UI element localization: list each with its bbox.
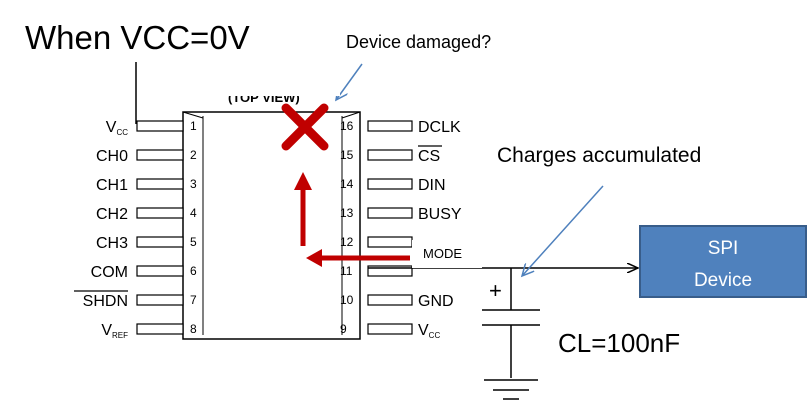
pin-name: CH0 [96,148,128,165]
pin-name: GND [418,293,454,310]
pin-name: CH2 [96,206,128,223]
pin-name: DIN [418,177,446,194]
pin-number: 11 [340,264,353,278]
pin-3: 3 CH1 [96,177,197,194]
pin-name: VCC [106,119,128,137]
pin-lead [136,149,184,161]
pin-number: 16 [340,119,354,133]
pin-6: 6 COM [91,264,197,281]
pin-10: 10 GND [340,293,454,310]
pin-name: CH3 [96,235,128,252]
charges-pointer-arrow [522,185,604,276]
pin-lead [136,236,184,248]
pin-number: 7 [190,293,197,307]
pin-number: 15 [340,148,354,162]
ic-chamfer-tl [182,111,204,119]
pin-subscript: REF [112,331,128,340]
pin-name: BUSY [418,206,462,223]
charges-text: Charges accumulated [497,144,701,167]
pin-number: 14 [340,177,354,191]
pin-lead [367,323,413,335]
pin-lead [367,294,413,306]
pin-name: COM [91,264,128,281]
title-text: When VCC=0V [25,19,250,56]
pin-number: 4 [190,206,197,220]
pin-number: 3 [190,177,197,191]
pin-lead [367,207,413,219]
pin-name: CS [418,148,440,165]
spi-device-line2: Device [694,270,752,291]
pin-5: 5 CH3 [96,235,197,252]
damaged-pointer-arrow [336,63,363,100]
pin-16: 16 DCLK [340,119,461,136]
pin-lead [367,149,413,161]
pin-number: 13 [340,206,354,220]
capacitor-value: CL=100nF [558,328,680,358]
capacitor [482,268,540,378]
damage-cross [281,103,329,151]
pin-lead [136,120,184,132]
spi-device-block [639,225,807,298]
pin-lead [367,236,413,248]
capacitor-plus: + [489,278,502,303]
spi-device-line1: SPI [708,238,739,259]
pin-13: 13 BUSY [340,206,462,223]
pin-lead [367,178,413,190]
pin-lead [136,323,184,335]
pin-number: 10 [340,293,354,307]
ic-chamfer-tr [341,111,361,119]
pin-2: 2 CH0 [96,148,197,165]
left-pins: 1 VCC 2 CH0 3 CH1 4 CH2 5 CH3 6 COM 7 SHDN 8 VREF [74,119,197,340]
pin-name: SHDN [83,293,128,310]
pin-number: 6 [190,264,197,278]
mode-label-bg [412,240,482,268]
pin-number: 9 [340,322,347,336]
ic-body [182,111,361,340]
top-view-clip [220,80,340,96]
pin-7: 7 SHDN [74,290,197,310]
pin-lead [136,265,184,277]
pin-number: 1 [190,119,197,133]
device-damaged-text: Device damaged? [346,32,491,52]
pin-lead [367,120,413,132]
pin-lead [136,207,184,219]
pin-lead [136,294,184,306]
pin-12: 12 [340,235,413,249]
pin-subscript: CC [429,331,441,340]
mode-label: MODE [423,246,462,261]
right-pins: 16 DCLK 15 CS 14 DIN 13 BUSY 12 11 10 GND 9 VCC [340,119,462,340]
pin-11: 11 [340,264,413,278]
pin-number: 8 [190,322,197,336]
pin-4: 4 CH2 [96,206,197,223]
pin-number: 12 [340,235,354,249]
pin-lead [136,178,184,190]
pin-15: 15 CS [340,145,442,165]
pin-number: 2 [190,148,197,162]
pin-subscript: CC [116,128,128,137]
pin-lead [367,265,413,277]
pin-name: VCC [418,322,440,340]
pin-14: 14 DIN [340,177,446,194]
pin-name: DCLK [418,119,461,136]
current-path-arrows [294,172,410,267]
pin-name: CH1 [96,177,128,194]
ground-symbol [484,379,538,400]
pin-name: VREF [101,322,128,340]
pin-number: 5 [190,235,197,249]
